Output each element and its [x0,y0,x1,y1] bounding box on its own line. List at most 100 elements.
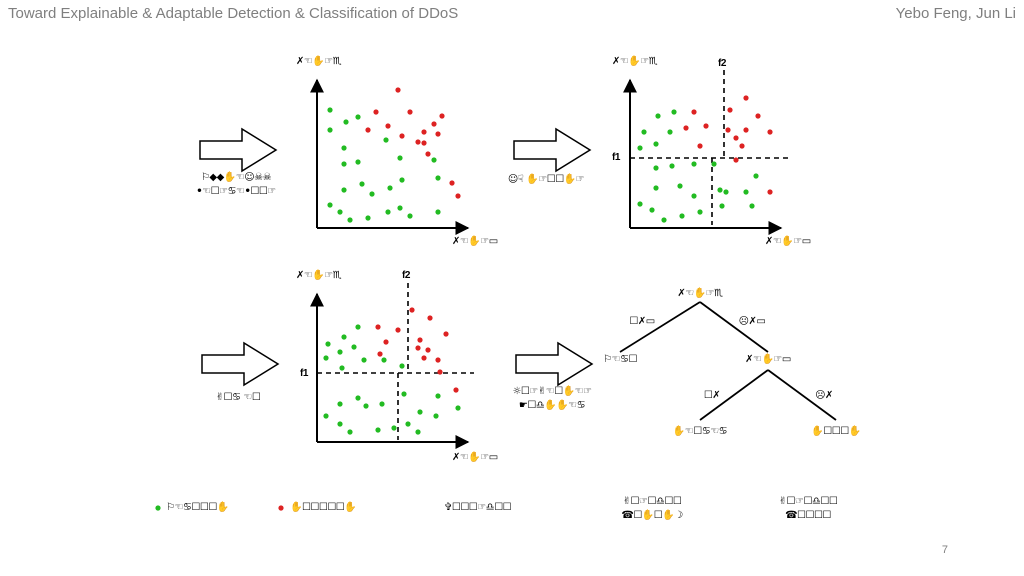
benign-point [435,393,441,399]
benign-point [355,114,361,120]
benign-point [399,177,405,183]
malicious-point [415,345,421,351]
benign-point [661,217,667,223]
benign-point [355,395,361,401]
malicious-point [409,307,415,313]
malicious-point [417,337,423,343]
plot2-axes [623,78,783,235]
benign-point [379,401,385,407]
malicious-point [421,140,427,146]
malicious-point [437,369,443,375]
benign-point [339,365,345,371]
legend-item-5-line1: ✌☐☞☐♎☐☐ [778,496,838,507]
malicious-point [727,107,733,113]
benign-point [337,349,343,355]
benign-point [405,421,411,427]
malicious-point [435,131,441,137]
benign-point [327,202,333,208]
malicious-point [375,324,381,330]
tree-root-left-edge: ☐✗▭ [629,316,655,327]
benign-point [653,165,659,171]
arrow3-caption: ✌☐♋ ☜☐ [215,392,261,403]
benign-point [363,403,369,409]
benign-point [365,215,371,221]
benign-point [679,213,685,219]
benign-point [691,161,697,167]
malicious-point [385,123,391,129]
arrow1-caption-line2: •☜☐☞♋☜•☐☐☞ [196,186,276,197]
benign-point [397,155,403,161]
legend-benign-dot [155,505,161,511]
plot3-splits [317,283,474,440]
benign-point [337,209,343,215]
malicious-point [425,347,431,353]
plot2-f1-label: f1 [612,152,620,163]
benign-point [691,193,697,199]
arrow1-caption-line1: ⚐◆◆✋☜☺☠☠ [200,172,272,183]
benign-point [719,203,725,209]
plot3-f2-label: f2 [402,270,410,281]
benign-point [455,405,461,411]
malicious-point [443,331,449,337]
page-number: 7 [941,544,948,556]
benign-point [749,203,755,209]
benign-point [717,187,723,193]
slide-authors: Yebo Feng, Jun Li [895,5,1016,22]
malicious-point [373,109,379,115]
benign-point [653,141,659,147]
tree-leaf-1: ⚐☜♋☐ [603,354,637,365]
malicious-point [733,135,739,141]
slide-title: Toward Explainable & Adaptable Detection… [8,5,459,22]
benign-point [391,425,397,431]
benign-point [399,363,405,369]
legend-malicious-dot [278,505,284,511]
block-arrow-2 [513,127,592,173]
benign-point [415,429,421,435]
tree-node2-left-edge: ☐✗ [703,390,721,401]
benign-point [669,163,675,169]
legend-item-4-line2: ☎☐✋☐✋☽ [621,510,683,521]
plot2-splits [630,70,790,225]
benign-point [417,409,423,415]
benign-point [723,189,729,195]
plot3-f1-label: f1 [300,368,308,379]
malicious-point [733,157,739,163]
plot3-points [323,307,461,435]
benign-point [743,189,749,195]
benign-point [711,161,717,167]
benign-point [327,127,333,133]
plot3-x-label: ✗☜✋☞▭ [452,452,498,463]
tree-root-node: ✗☜✋☞♏ [677,288,723,299]
tree-node-2: ✗☜✋☞▭ [745,354,791,365]
benign-point [327,107,333,113]
benign-point [355,324,361,330]
benign-point [361,357,367,363]
benign-point [653,185,659,191]
legend-benign-label: ⚐☜♋☐☐☐✋ [166,502,229,513]
malicious-point [435,357,441,363]
malicious-point [767,189,773,195]
benign-point [343,119,349,125]
malicious-point [383,339,389,345]
malicious-point [453,387,459,393]
legend-item-5-line2: ☎☐☐☐☐ [785,510,831,521]
benign-point [337,421,343,427]
plot2-points [637,95,773,223]
benign-point [697,209,703,215]
plot3-axes [310,292,470,449]
benign-point [359,181,365,187]
benign-point [655,113,661,119]
malicious-point [427,315,433,321]
benign-point [323,413,329,419]
arrow4-caption-line2: ☛☐♎✋✋☜♋ [518,400,586,411]
plot2-x-label: ✗☜✋☞▭ [765,236,811,247]
malicious-point [725,127,731,133]
malicious-point [743,95,749,101]
plot2-y-label: ✗☜✋☞♏ [612,56,658,67]
malicious-point [377,351,383,357]
benign-point [369,191,375,197]
malicious-point [421,355,427,361]
benign-point [341,334,347,340]
benign-point [637,145,643,151]
